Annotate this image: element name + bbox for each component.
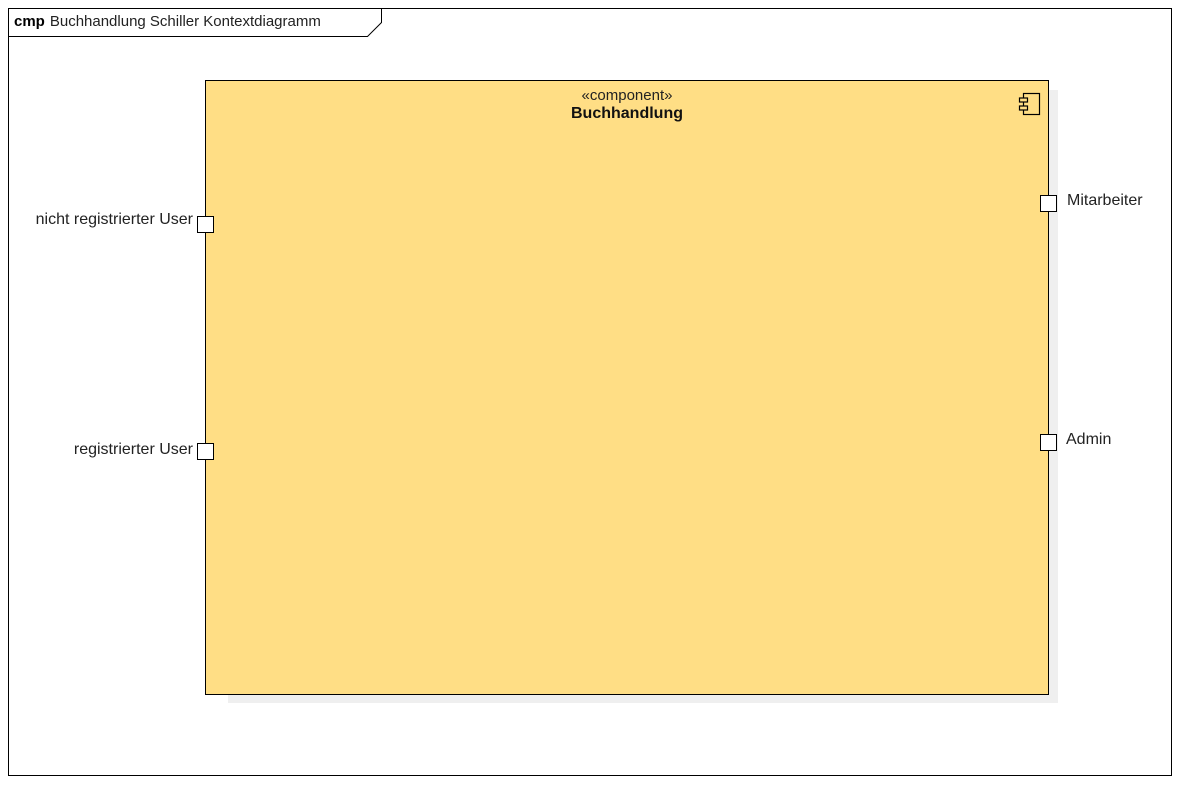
- component-name: Buchhandlung: [571, 105, 683, 122]
- port-label-mitarbeiter: Mitarbeiter: [1067, 192, 1143, 209]
- frame-tab-outline: [8, 8, 382, 37]
- port-label-registrierter-user: registrierter User: [73, 441, 193, 458]
- frame-title-text: Buchhandlung Schiller Kontextdiagramm: [49, 13, 321, 30]
- port-admin[interactable]: [1040, 434, 1057, 451]
- diagram-frame: [8, 8, 1172, 776]
- frame-keyword: cmp: [14, 13, 45, 30]
- port-registrierter-user[interactable]: [197, 443, 214, 460]
- port-label-nicht-registrierter-user: nicht registrierter User: [35, 211, 193, 228]
- component-stereotype: «component»: [581, 87, 673, 104]
- port-mitarbeiter[interactable]: [1040, 195, 1057, 212]
- component-icon: [1018, 92, 1041, 116]
- port-nicht-registrierter-user[interactable]: [197, 216, 214, 233]
- component-buchhandlung[interactable]: «component» Buchhandlung: [205, 80, 1049, 695]
- port-label-admin: Admin: [1066, 431, 1112, 448]
